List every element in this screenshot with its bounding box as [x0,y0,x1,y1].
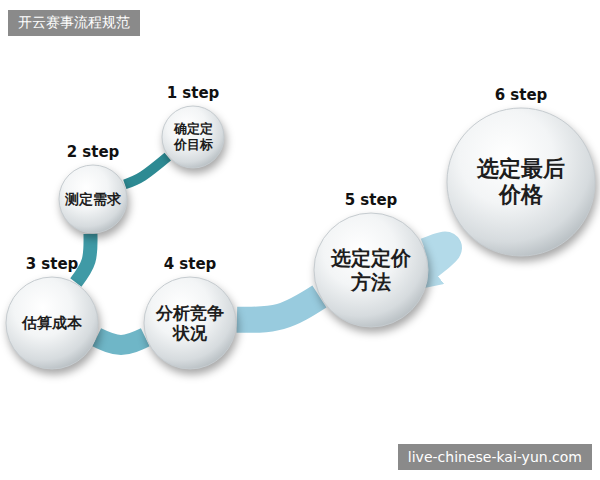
step-sphere: 2 step测定需求 [58,164,128,234]
step-number: 1 step [167,84,220,102]
flow-ribbon [97,337,145,345]
flow-ribbon [237,297,320,320]
step-sphere: 1 step确定定价目标 [161,105,225,169]
title-banner: 开云赛事流程规范 [8,10,140,36]
step-sphere: 6 step选定最后价格 [446,107,596,257]
step-number: 6 step [495,86,548,104]
step-label: 选定定价方法 [329,246,414,294]
step-sphere: 3 step估算成本 [5,276,99,370]
step-label: 确定定价目标 [172,121,214,152]
watermark: live-chinese-kai-yun.com [398,444,592,470]
step-sphere: 4 step分析竞争状况 [143,276,237,370]
step-number: 2 step [67,143,120,161]
step-number: 3 step [26,255,79,273]
step-number: 4 step [164,255,217,273]
step-label: 分析竞争状况 [154,303,226,344]
flow-ribbon [125,157,168,185]
step-number: 5 step [345,191,398,209]
step-label: 估算成本 [20,314,84,332]
step-sphere: 5 step选定定价方法 [313,212,429,328]
step-label: 测定需求 [63,191,123,208]
flow-ribbon [426,247,446,265]
step-label: 选定最后价格 [474,156,568,209]
